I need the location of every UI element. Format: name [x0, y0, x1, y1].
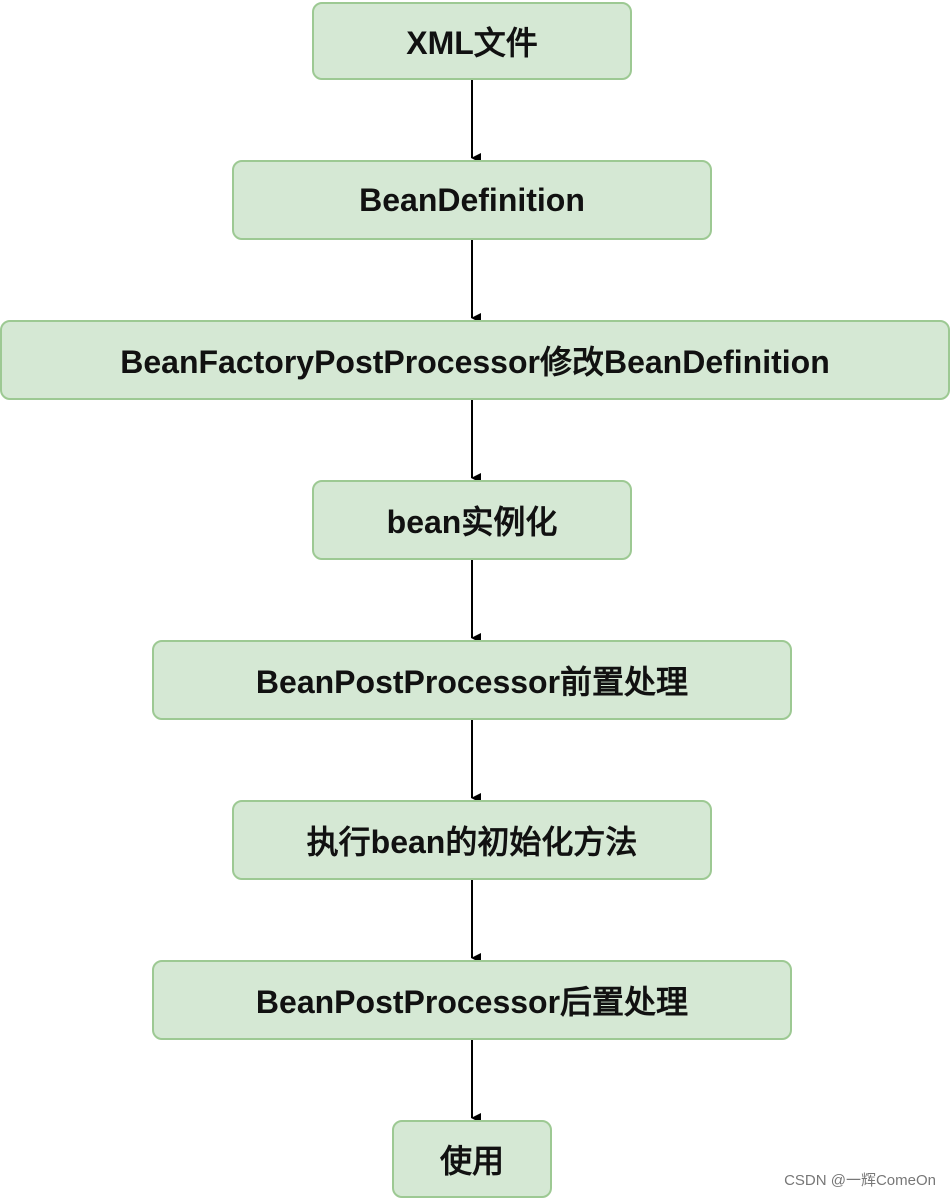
node-init-method: 执行bean的初始化方法	[232, 800, 712, 880]
watermark: CSDN @一辉ComeOn	[784, 1172, 936, 1189]
node-bean-post-processor-after: BeanPostProcessor后置处理	[152, 960, 792, 1040]
node-bean-post-processor-before: BeanPostProcessor前置处理	[152, 640, 792, 720]
node-use: 使用	[392, 1120, 552, 1198]
node-xml-file: XML文件	[312, 2, 632, 80]
node-bean-instantiation: bean实例化	[312, 480, 632, 560]
node-bean-definition: BeanDefinition	[232, 160, 712, 240]
node-bean-factory-post-processor: BeanFactoryPostProcessor修改BeanDefinition	[0, 320, 950, 400]
